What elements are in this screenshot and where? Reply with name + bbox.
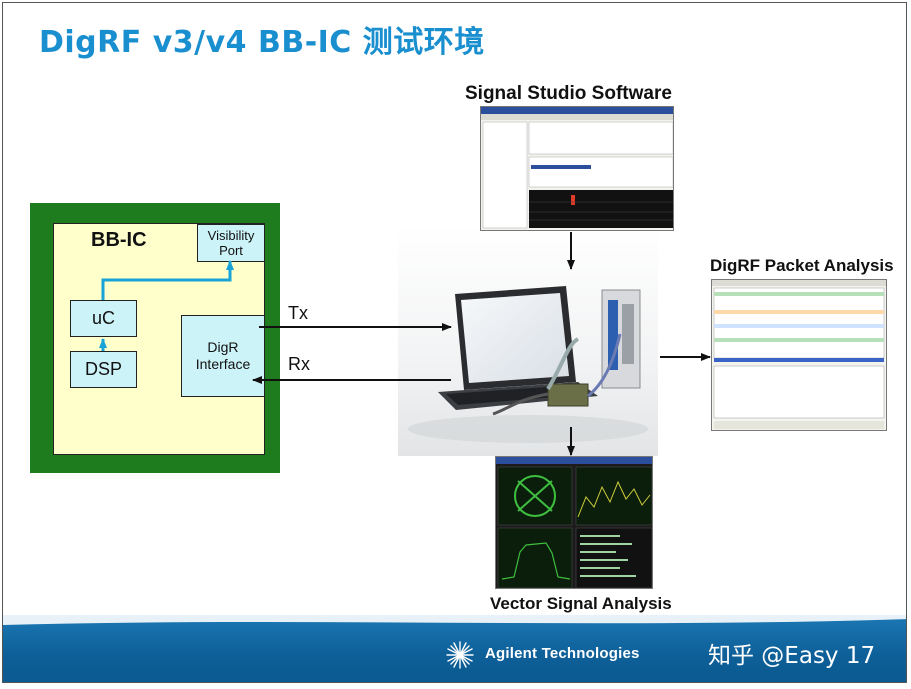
vector-signal-thumbnail bbox=[496, 457, 652, 588]
signal-studio-label: Signal Studio Software bbox=[465, 83, 672, 104]
tx-label: Tx bbox=[288, 303, 308, 323]
uc-to-visibility-arrow bbox=[101, 260, 234, 300]
connector-arrows bbox=[99, 232, 711, 456]
packet-analysis-screenshot bbox=[711, 279, 887, 431]
dsp-block: DSP bbox=[70, 351, 137, 388]
vector-signal-screenshot bbox=[495, 456, 653, 589]
uc-block: uC bbox=[70, 300, 137, 337]
rx-label: Rx bbox=[288, 354, 310, 374]
company-name: Agilent Technologies bbox=[485, 645, 640, 662]
vector-signal-label: Vector Signal Analysis bbox=[490, 594, 672, 613]
test-equipment-photo bbox=[398, 224, 658, 456]
visibility-port-block: Visibility Port bbox=[197, 224, 265, 262]
test-equipment-illustration bbox=[408, 286, 648, 443]
bbic-title: BB-IC bbox=[91, 229, 147, 251]
signal-studio-screenshot bbox=[480, 106, 674, 231]
footer-band bbox=[3, 615, 906, 682]
visibility-port-line1: Visibility bbox=[207, 228, 255, 243]
digr-interface-line2: Interface bbox=[195, 356, 251, 372]
signal-studio-thumbnail bbox=[481, 107, 673, 229]
digr-interface-line1: DigR bbox=[207, 339, 239, 355]
digr-interface-block: DigR Interface bbox=[181, 315, 265, 397]
watermark: 知乎 @Easy 17 bbox=[708, 643, 876, 669]
slide-title: DigRF v3/v4 BB-IC 测试环境 bbox=[39, 25, 485, 60]
visibility-port-line2: Port bbox=[219, 243, 243, 258]
packet-analysis-thumbnail bbox=[712, 280, 886, 429]
footer-wave bbox=[3, 615, 906, 625]
packet-analysis-label: DigRF Packet Analysis bbox=[710, 256, 894, 275]
agilent-spark-icon bbox=[446, 641, 474, 669]
